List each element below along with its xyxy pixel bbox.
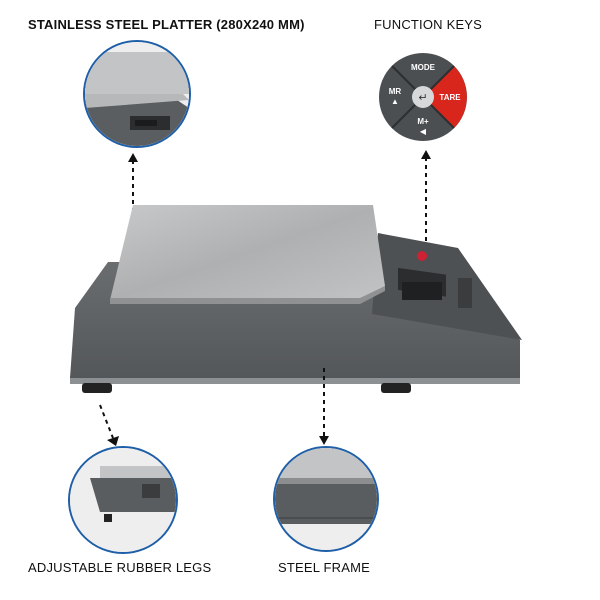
platter-arrowhead [128, 153, 138, 162]
platter-label: STAINLESS STEEL PLATTER (280X240 MM) [28, 17, 305, 32]
keys-arrowhead [421, 150, 431, 159]
legs-arrow [99, 404, 114, 439]
enter-icon: ↵ [418, 91, 427, 104]
legs-label: ADJUSTABLE RUBBER LEGS [28, 560, 212, 575]
mode-key[interactable]: MODE [411, 63, 436, 72]
legs-detail-circle [68, 446, 178, 554]
function-keys-label: FUNCTION KEYS [374, 17, 483, 32]
frame-label: STEEL FRAME [278, 560, 371, 575]
arrow-left-icon: ◀ [420, 127, 427, 136]
platter-detail-circle [83, 40, 191, 148]
arrow-up-icon: ▲ [391, 97, 399, 106]
frame-detail-circle [273, 446, 379, 552]
mplus-key[interactable]: M+ [417, 117, 429, 126]
scale-body [70, 205, 522, 393]
tare-key[interactable]: TARE [439, 93, 461, 102]
function-keys-pad: ↵ MODE MR ▲ TARE M+ ◀ [378, 52, 468, 142]
mr-key[interactable]: MR [389, 87, 402, 96]
frame-arrowhead [319, 436, 329, 445]
legs-arrowhead [107, 436, 119, 446]
